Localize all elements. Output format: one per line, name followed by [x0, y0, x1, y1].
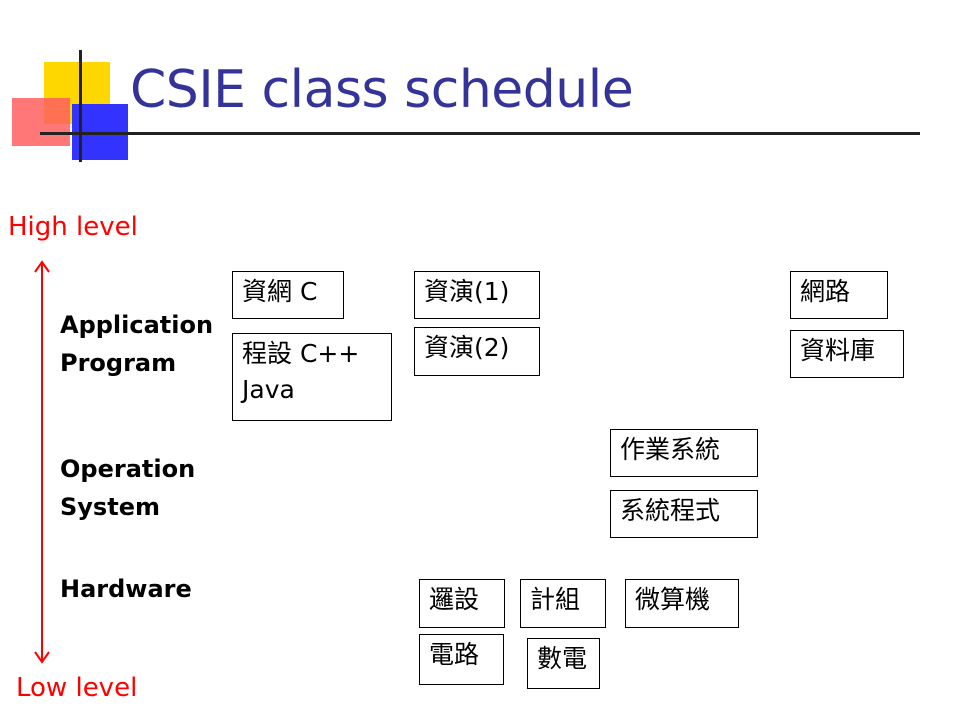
level-axis-arrow-icon: [34, 260, 50, 664]
course-box-network-c: 資網 C: [232, 271, 344, 319]
layer-label-line: Program: [60, 349, 177, 377]
course-box-logic-design: 邏設: [419, 579, 505, 628]
course-box-operating-system: 作業系統: [610, 429, 758, 477]
decorative-red-square: [12, 98, 70, 146]
course-box-digital-electronics: 數電: [527, 638, 600, 689]
decorative-vertical-line: [79, 50, 82, 162]
layer-label-line: Hardware: [60, 575, 192, 603]
course-box-system-programming: 系統程式: [610, 490, 758, 538]
layer-hardware: Hardware: [60, 570, 192, 608]
slide-title: CSIE class schedule: [130, 60, 634, 120]
layer-application-program: Application Program: [60, 306, 213, 382]
course-box-microcomputer: 微算機: [625, 579, 739, 628]
course-box-circuits: 電路: [419, 634, 504, 685]
decorative-horizontal-line: [40, 132, 920, 135]
course-line: 程設 C++: [242, 339, 360, 368]
course-box-programming: 程設 C++ Java: [232, 333, 392, 421]
course-box-computer-organization: 計組: [520, 579, 606, 628]
course-box-ds1: 資演(1): [414, 271, 540, 319]
course-box-database: 資料庫: [790, 330, 904, 378]
layer-operation-system: Operation System: [60, 450, 195, 526]
course-box-ds2: 資演(2): [414, 327, 540, 376]
high-level-label: High level: [8, 212, 138, 242]
course-line: Java: [242, 375, 295, 404]
layer-label-line: Application: [60, 311, 214, 339]
layer-label-line: System: [60, 493, 160, 521]
course-box-network: 網路: [790, 271, 888, 319]
low-level-label: Low level: [16, 673, 138, 703]
layer-label-line: Operation: [60, 455, 196, 483]
